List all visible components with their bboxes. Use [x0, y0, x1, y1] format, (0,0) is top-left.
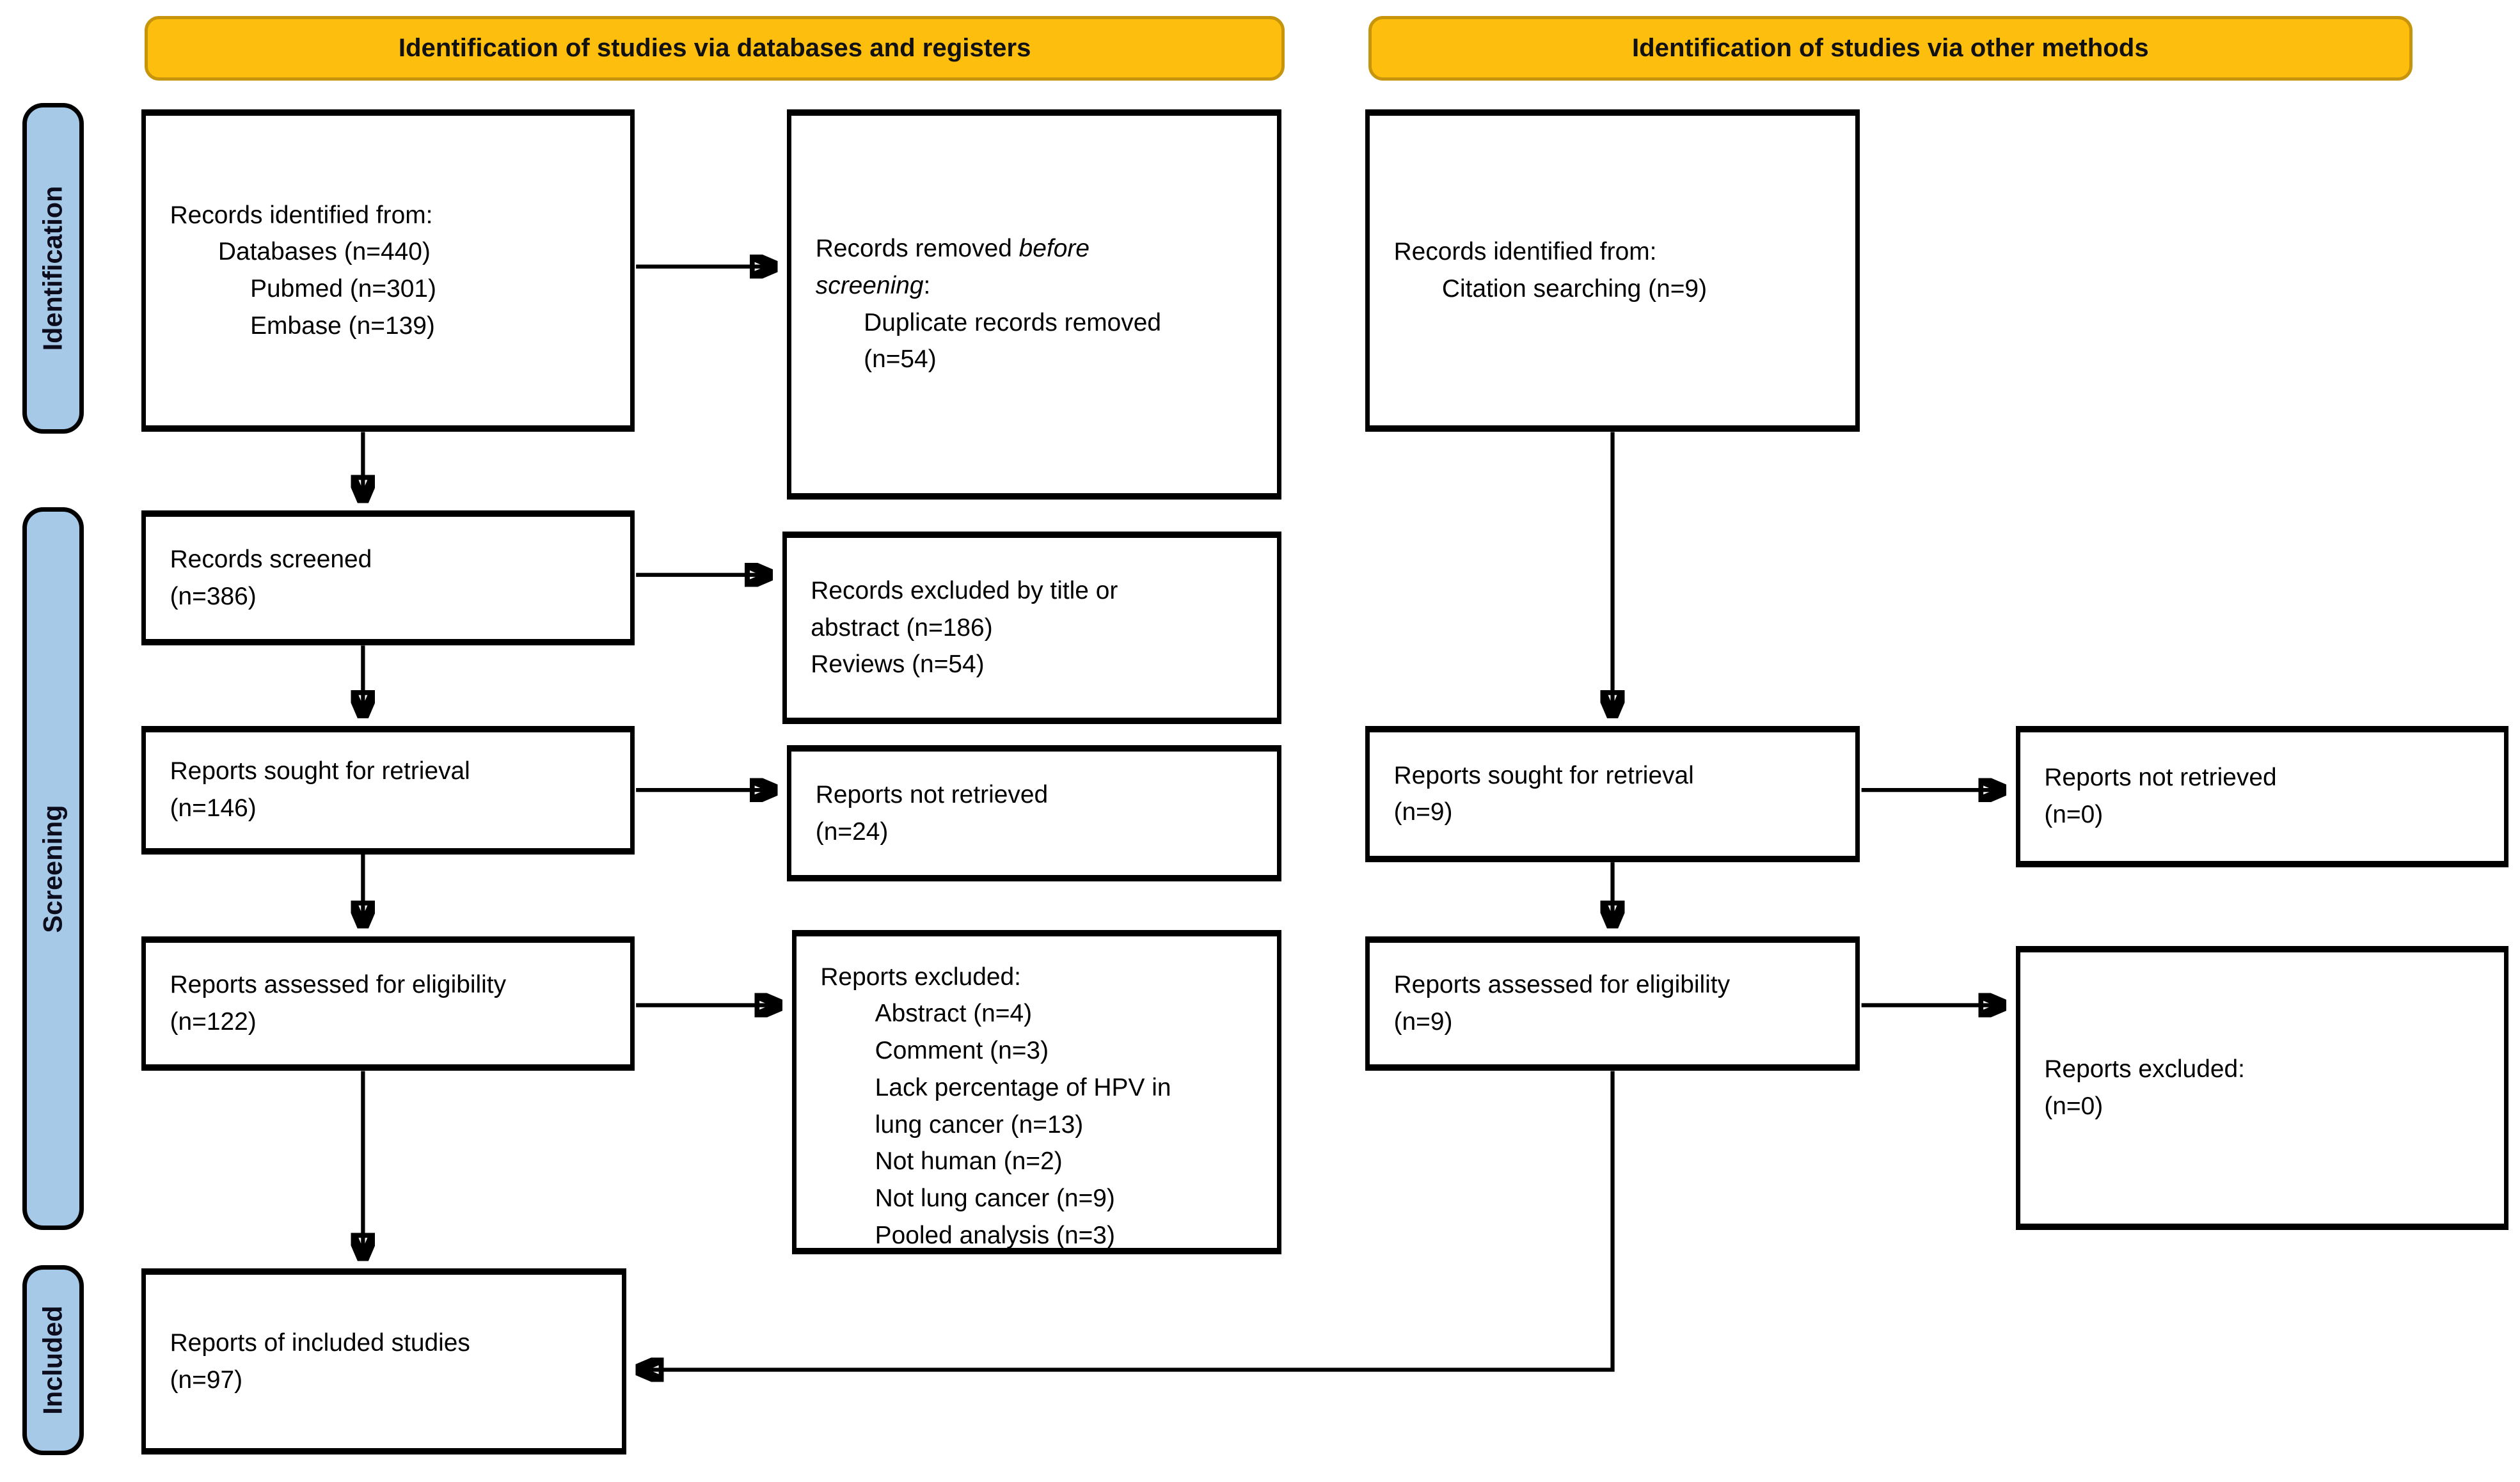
box-records-identified-databases: Records identified from: Databases (n=44…: [141, 109, 635, 432]
text-line: Records identified from:: [170, 201, 433, 229]
text-line: Reports not retrieved: [815, 780, 1049, 808]
box-reports-assessed-eligibility-other: Reports assessed for eligibility (n=9): [1365, 936, 1860, 1071]
text-line: Duplicate records removed: [864, 308, 1162, 336]
text-line: Reports sought for retrieval: [1393, 761, 1694, 789]
text-line: (n=97): [170, 1366, 243, 1394]
text-line: Reports excluded:: [2044, 1055, 2245, 1084]
text-line: (n=0): [2044, 801, 2104, 829]
box-records-screened: Records screened (n=386): [141, 510, 635, 646]
box-records-identified-other: Records identified from: Citation search…: [1365, 109, 1860, 432]
banner-databases-registers: Identification of studies via databases …: [144, 16, 1285, 81]
text-line: Not lung cancer (n=9): [875, 1185, 1115, 1213]
text-line: Records excluded by title or: [811, 576, 1118, 604]
text-line: Reports of included studies: [170, 1329, 470, 1357]
stage-included-text: Included: [38, 1305, 68, 1415]
italic-text: before: [1018, 235, 1090, 263]
stage-label-screening: Screening: [22, 507, 84, 1231]
text-line: (n=24): [815, 817, 889, 846]
text-line: Reports excluded:: [820, 963, 1021, 991]
text-line: screening:: [815, 271, 931, 299]
box-reports-not-retrieved-other: Reports not retrieved (n=0): [2015, 725, 2509, 867]
text-line: Records screened: [170, 546, 372, 574]
text-line: (n=9): [1393, 798, 1453, 826]
text-line: Reports assessed for eligibility: [170, 971, 507, 999]
text-line: (n=0): [2044, 1092, 2104, 1120]
banner-right-label: Identification of studies via other meth…: [1632, 33, 2149, 63]
text-line: (n=9): [1393, 1008, 1453, 1036]
text-line: Records removed before: [815, 235, 1090, 263]
stage-identification-text: Identification: [38, 185, 68, 351]
stage-label-identification: Identification: [22, 102, 84, 434]
italic-text: screening: [815, 271, 924, 299]
box-reports-included: Reports of included studies (n=97): [141, 1268, 627, 1455]
stage-label-included: Included: [22, 1265, 84, 1455]
text-line: abstract (n=186): [811, 613, 993, 642]
text-line: lung cancer (n=13): [875, 1110, 1084, 1139]
arrow-assessed-other-to-included: [638, 1071, 1615, 1370]
text-line: (n=146): [170, 794, 257, 823]
box-reports-assessed-eligibility-databases: Reports assessed for eligibility (n=122): [141, 936, 635, 1071]
text-line: (n=54): [864, 345, 937, 374]
text-line: Comment (n=3): [875, 1037, 1049, 1065]
text-line: Lack percentage of HPV in: [875, 1073, 1171, 1101]
banner-other-methods: Identification of studies via other meth…: [1368, 16, 2413, 81]
box-records-removed-before-screening: Records removed before screening: Duplic…: [787, 109, 1282, 500]
text-line: Pooled analysis (n=3): [875, 1221, 1115, 1249]
text-line: Not human (n=2): [875, 1147, 1063, 1176]
box-reports-not-retrieved-databases: Reports not retrieved (n=24): [787, 745, 1282, 882]
box-records-excluded-title-abstract: Records excluded by title or abstract (n…: [782, 531, 1282, 725]
box-reports-excluded-databases: Reports excluded: Abstract (n=4) Comment…: [791, 929, 1282, 1254]
text-line: Reports sought for retrieval: [170, 757, 470, 785]
text-line: (n=386): [170, 582, 257, 610]
stage-screening-text: Screening: [38, 805, 68, 933]
text-line: Reports assessed for eligibility: [1393, 971, 1731, 999]
text-line: Pubmed (n=301): [250, 275, 436, 303]
text-line: Records identified from:: [1393, 238, 1657, 266]
text-line: Abstract (n=4): [875, 1000, 1033, 1028]
box-reports-excluded-other: Reports excluded: (n=0): [2015, 945, 2509, 1231]
text-line: Reports not retrieved: [2044, 764, 2277, 792]
text-line: Databases (n=440): [218, 238, 431, 266]
text-line: Reviews (n=54): [811, 650, 985, 679]
box-reports-sought-retrieval-other: Reports sought for retrieval (n=9): [1365, 725, 1860, 863]
text-line: Citation searching (n=9): [1441, 275, 1708, 303]
box-reports-sought-retrieval-databases: Reports sought for retrieval (n=146): [141, 725, 635, 855]
text-line: (n=122): [170, 1008, 257, 1036]
banner-left-label: Identification of studies via databases …: [398, 33, 1031, 63]
text-line: Embase (n=139): [250, 311, 435, 340]
